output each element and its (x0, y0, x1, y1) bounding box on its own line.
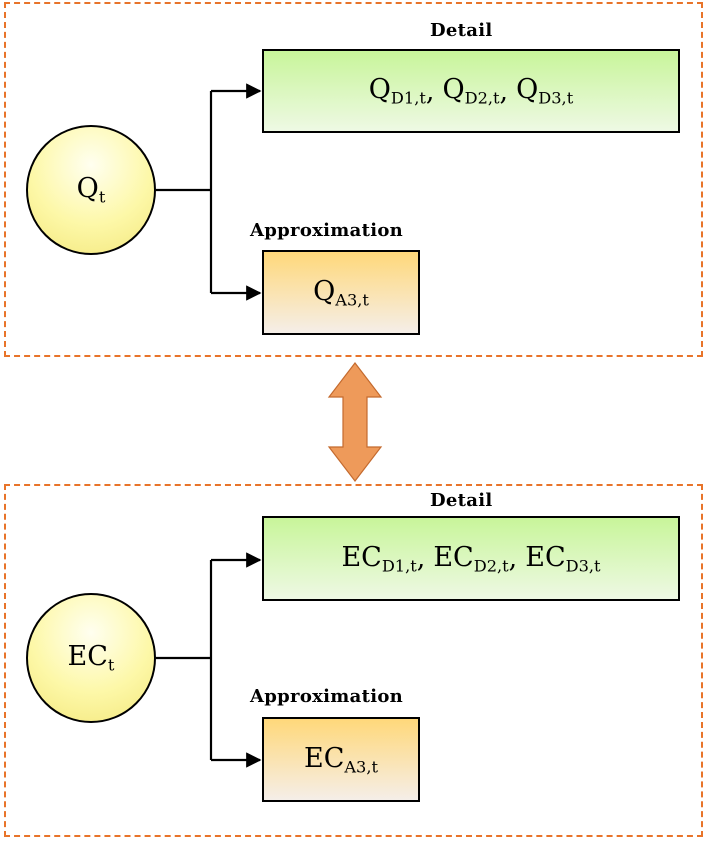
detail-item: ECD2,t (433, 541, 509, 576)
source-node-ec: ECt (26, 593, 156, 723)
detail-box: ECD1,t, ECD2,t, ECD3,t (262, 516, 680, 601)
approximation-item: QA3,t (313, 275, 369, 310)
approximation-item: ECA3,t (303, 742, 378, 777)
approximation-box: ECA3,t (262, 717, 420, 802)
detail-box: QD1,t, QD2,t, QD3,t (262, 49, 680, 133)
source-node-q: Qt (26, 125, 156, 255)
double-headed-arrow (327, 362, 383, 482)
approximation-heading: Approximation (250, 686, 404, 707)
approximation-heading: Approximation (250, 220, 404, 241)
detail-item: QD1,t (368, 74, 426, 108)
source-label: ECt (67, 641, 115, 675)
detail-item: ECD3,t (525, 541, 601, 576)
approximation-box: QA3,t (262, 250, 420, 335)
detail-item: QD3,t (516, 74, 574, 108)
signal-ec-decomposition-panel (4, 484, 703, 837)
signal-q-decomposition-panel (4, 2, 703, 357)
detail-item: QD2,t (442, 74, 500, 108)
detail-heading: Detail (430, 20, 493, 41)
source-label: Qt (76, 173, 106, 207)
detail-item: ECD1,t (341, 541, 417, 576)
detail-heading: Detail (430, 490, 493, 511)
